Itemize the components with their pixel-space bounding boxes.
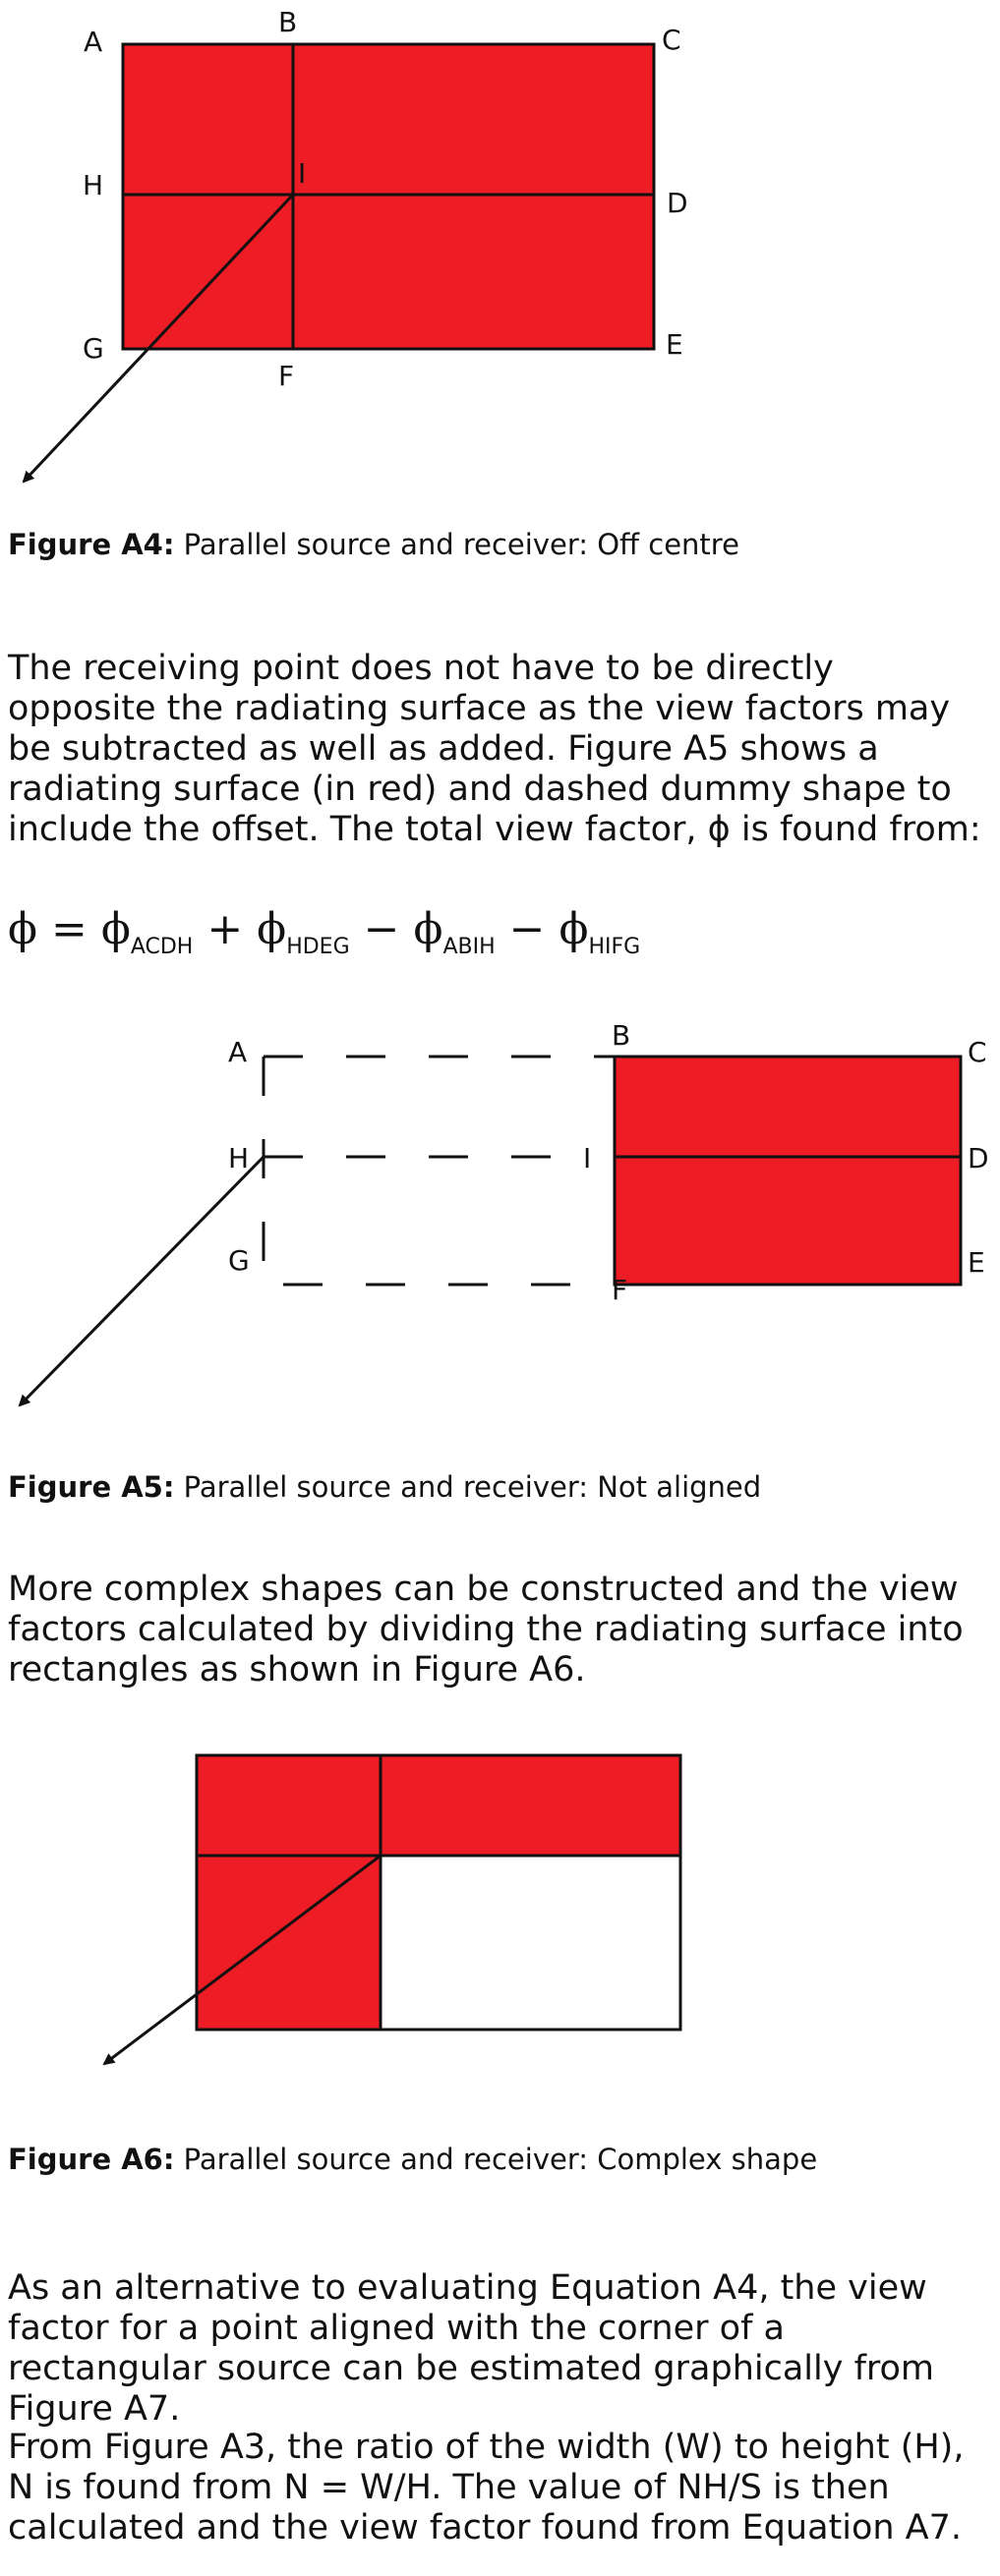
paragraph-ratio-calculation: From Figure A3, the ratio of the width (… [8, 2428, 965, 2547]
label-i: I [298, 157, 306, 190]
figure-a5-diagram: A B C H I D G E F [18, 1019, 989, 1407]
view-factor-equation: ϕ = ϕACDH + ϕHDEG − ϕABIH − ϕHIFG [8, 904, 641, 959]
figure-a5-caption: Figure A5: Parallel source and receiver:… [8, 1470, 762, 1504]
paragraph-offset-explanation: The receiving point does not have to be … [8, 649, 981, 849]
label-h: H [83, 169, 103, 201]
label-e: E [968, 1246, 985, 1279]
source-rectangle [613, 1055, 963, 1287]
figure-a4-diagram: A B C H I D G E F [22, 6, 688, 484]
source-left-rectangle [197, 1856, 381, 2030]
label-c: C [662, 24, 681, 56]
label-f: F [612, 1274, 627, 1306]
source-rectangle [121, 42, 656, 351]
label-b: B [612, 1019, 630, 1052]
label-d: D [667, 187, 688, 219]
label-e: E [666, 328, 683, 361]
label-h: H [228, 1142, 249, 1174]
label-a: A [228, 1036, 247, 1068]
label-g: G [83, 332, 104, 365]
figure-a6-caption: Figure A6: Parallel source and receiver:… [8, 2143, 818, 2176]
label-b: B [278, 6, 297, 38]
dummy-shape-dashed [262, 1055, 615, 1287]
view-arrow [22, 193, 295, 484]
label-d: D [968, 1142, 989, 1174]
label-g: G [228, 1244, 250, 1277]
label-c: C [968, 1036, 987, 1068]
source-top-rectangle [197, 1755, 680, 1856]
figure-a4-caption: Figure A4: Parallel source and receiver:… [8, 528, 739, 561]
label-i: I [583, 1142, 591, 1174]
paragraph-graphical-alternative: As an alternative to evaluating Equation… [8, 2268, 935, 2429]
shape-outline [195, 1753, 682, 2032]
label-f: F [278, 360, 294, 392]
label-a: A [84, 26, 102, 58]
view-arrow [18, 1155, 265, 1407]
figure-a6-diagram [102, 1753, 682, 2066]
paragraph-complex-shapes: More complex shapes can be constructed a… [8, 1570, 964, 1689]
view-arrow [102, 1854, 382, 2066]
